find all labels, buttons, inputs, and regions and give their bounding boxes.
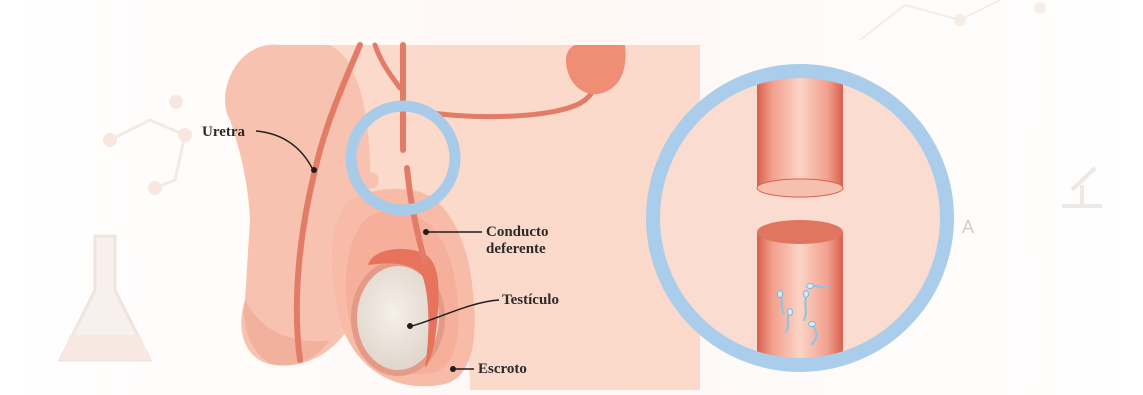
side-letter-label: A — [962, 217, 974, 237]
leader-dot-testiculo — [407, 323, 413, 329]
leader-dot-escroto — [450, 366, 456, 372]
label-uretra: Uretra — [202, 124, 246, 140]
leader-dot-conducto — [423, 229, 429, 235]
leader-dot-uretra — [311, 167, 317, 173]
zoom-tube-lumen — [757, 220, 843, 244]
label-testiculo: Testículo — [502, 292, 559, 308]
label-conducto-line2: deferente — [486, 241, 546, 257]
label-conducto-line1: Conducto — [486, 224, 549, 240]
label-escroto: Escroto — [478, 361, 527, 377]
